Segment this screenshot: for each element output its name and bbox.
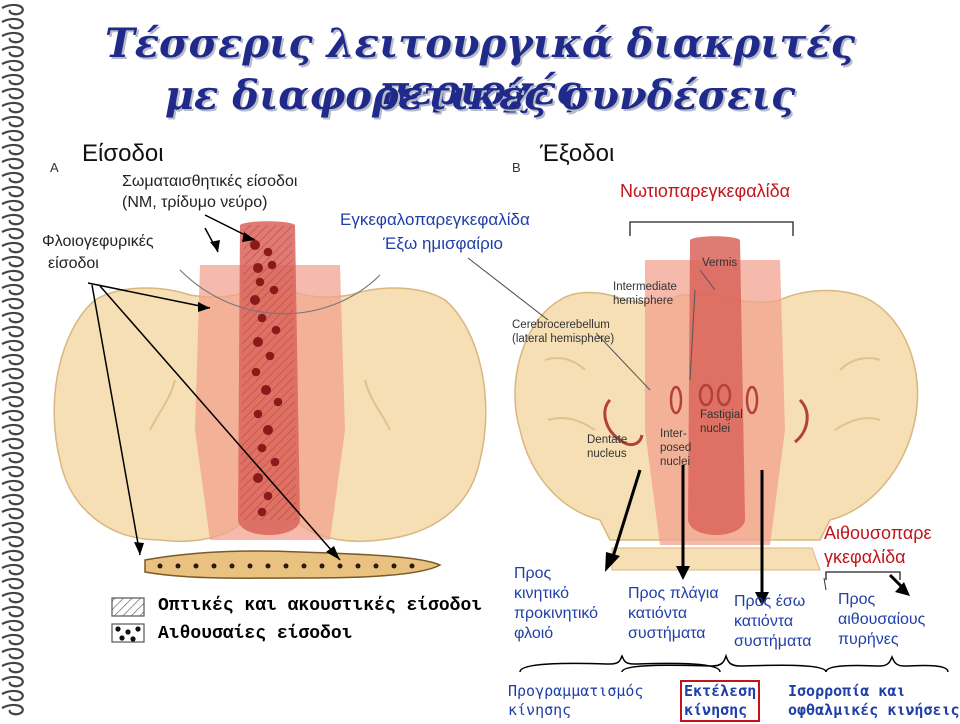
function-execution: Εκτέλεση κίνησης <box>680 680 761 722</box>
interposed-nuclei-label: Inter-posed nuclei <box>660 428 692 468</box>
output-vestibular-nuclei: Προς αιθουσαίους πυρήνες <box>838 591 926 648</box>
pontine-label-line-1: Φλοιογεφυρικές <box>42 233 154 250</box>
pontine-label-line-2: είσοδοι <box>48 255 99 272</box>
panel-a-flocculonodular-strip <box>144 550 442 579</box>
function-balance: Ισορροπία και οφθαλμικές κινήσεις <box>788 682 960 719</box>
dentate-nucleus-shape <box>603 398 644 447</box>
spinocerebellum-bracket <box>629 221 794 236</box>
title-line-2: με διαφορετικές συνδέσεις <box>164 72 796 119</box>
vermis-label: Vermis <box>702 257 738 269</box>
vestibulocerebellum-label-line-2: γκεφαλίδα <box>824 547 906 567</box>
spiral-binding <box>1 3 24 716</box>
somatosensory-label: Σωματαισθητικές είσοδοι <box>122 173 298 190</box>
panel-b-cerebellum <box>514 236 919 571</box>
cerebrocerebellum-en-label: Cerebrocerebellum (lateral hemisphere) <box>512 319 615 345</box>
panel-a-visual-auditory-zone <box>240 225 297 520</box>
brace-planning <box>519 654 721 673</box>
title-line-1: Τέσσερις λειτουργικά διακριτές περιοχές <box>104 20 856 114</box>
panel-b-vermis-zone <box>688 236 745 535</box>
cerebrocerebellum-label-line-2: Έξω ημισφαίριο <box>383 234 503 253</box>
output-medial-systems: Προς έσω κατιόντα συστήματα <box>734 593 812 650</box>
panel-a-letter: A <box>50 160 59 175</box>
interposed-nucleus-shape <box>669 385 683 415</box>
panel-b-letter: B <box>512 160 521 175</box>
cerebrocerebellum-label-line-1: Εγκεφαλοπαρεγκεφαλίδα <box>340 210 530 229</box>
function-planning: Προγραμματισμός κίνησης <box>508 682 644 719</box>
panel-b-heading: Έξοδοι <box>540 140 615 167</box>
intermediate-hemisphere-label: Intermediate hemisphere <box>613 281 677 307</box>
output-motor-cortex: Προς κινητικό προκινητικό φλοιό <box>514 565 599 642</box>
somatosensory-sublabel: (ΝΜ, τρίδυμο νεύρο) <box>122 194 268 211</box>
panel-a-arrows <box>87 214 341 561</box>
panel-a-heading: Είσοδοι <box>82 140 164 167</box>
fastigial-nuclei-label: Fastigial nuclei <box>700 409 743 435</box>
spinocerebellum-label: Νωτιοπαρεγκεφαλίδα <box>620 181 791 201</box>
legend-swatch-hatched <box>111 597 145 617</box>
brace-execution <box>621 653 827 673</box>
vestibulocerebellum-label-line-1: Αιθουσοπαρε <box>824 523 932 543</box>
output-lateral-systems: Προς πλάγια κατιόντα συστήματα <box>628 585 719 642</box>
legend-label-visual-auditory: Οπτικές και ακουστικές είσοδοι <box>158 596 483 616</box>
fastigial-nucleus-shape <box>698 383 714 407</box>
legend-label-vestibular: Αιθουσαίες είσοδοι <box>158 624 353 644</box>
panel-a-vestibular-dots <box>250 240 283 517</box>
brace-balance <box>825 654 949 673</box>
panel-a-cerebellum <box>53 221 487 579</box>
dentate-nucleus-label: Dentate nucleus <box>587 434 628 460</box>
